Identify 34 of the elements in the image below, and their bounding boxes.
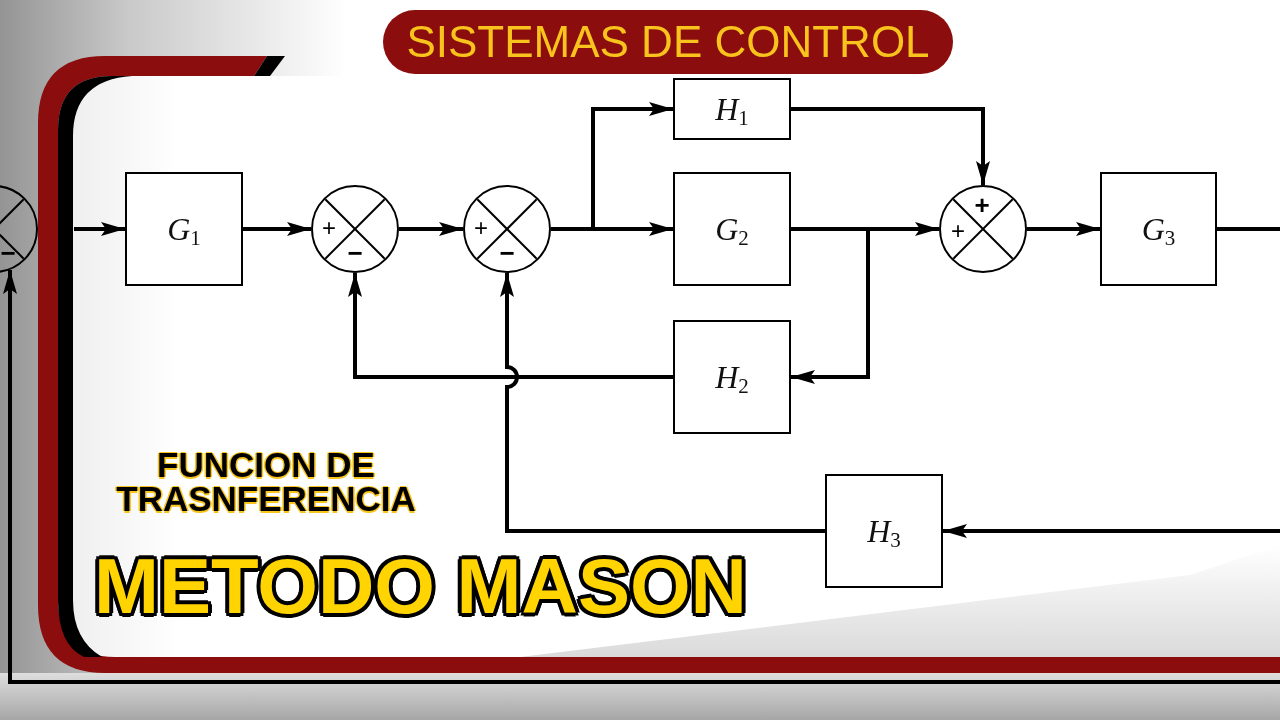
minus-sign: − [499,242,515,264]
title-banner: SISTEMAS DE CONTROL [383,10,953,74]
subtitle-text: FUNCION DE TRASNFERENCIA [115,448,417,516]
transfer-block [673,78,791,140]
arrow [1027,222,1100,236]
arrow [943,524,1280,538]
headline-text: METODO MASON [94,543,747,629]
arrow [74,222,125,236]
arrow [791,227,870,384]
block-label: G$_{3}$ [1141,211,1176,247]
plus-sign: + [322,217,336,239]
transfer-block [1100,172,1217,286]
arrow [3,270,1280,684]
transfer-block [825,474,943,588]
block-label: H$_{3}$ [867,513,901,549]
arrow [243,222,311,236]
block-label: G$_{2}$ [715,211,749,247]
transfer-block [673,320,791,434]
plus-sign: + [974,194,990,216]
minus-sign: − [347,242,363,264]
block-label: H$_{1}$ [715,91,749,127]
plus-sign: + [474,217,488,239]
transfer-block [673,172,791,286]
arrow [348,273,673,379]
minus-sign: − [0,242,16,264]
arrow [399,222,463,236]
plus-sign: + [951,220,965,242]
signal-line [1217,227,1280,231]
transfer-block [125,172,243,286]
arrow [500,273,825,533]
block-label: H$_{2}$ [715,359,749,395]
arrow [791,107,990,185]
block-label: G$_{1}$ [167,211,201,247]
arrow [551,222,673,236]
